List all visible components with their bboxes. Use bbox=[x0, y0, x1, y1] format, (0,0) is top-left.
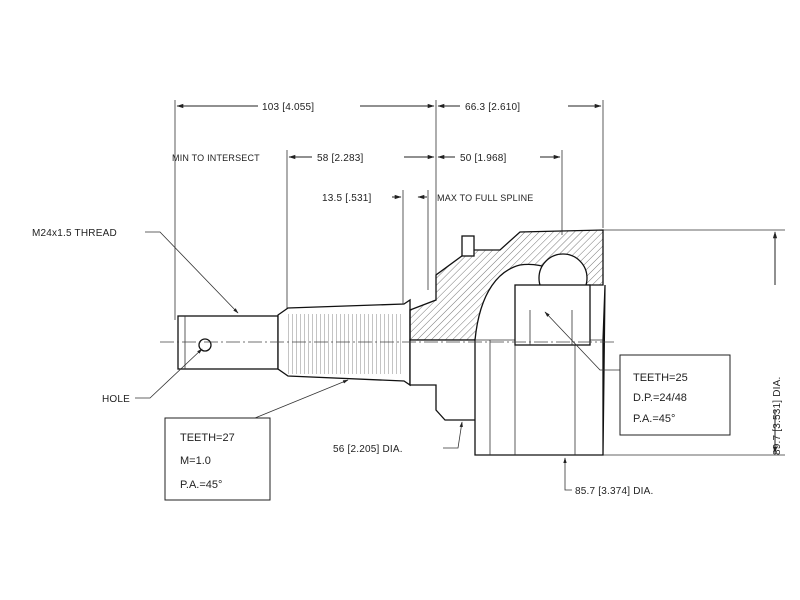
dim-spline-right: 50 [1.968] bbox=[460, 153, 507, 164]
spec-inner-line-3: P.A.=45° bbox=[633, 413, 675, 425]
dimension-lines bbox=[176, 103, 778, 454]
label-max-to-full-spline: MAX TO FULL SPLINE bbox=[437, 193, 533, 203]
label-min-to-intersect: MIN TO INTERSECT bbox=[172, 153, 260, 163]
dim-housing-dia: 85.7 [3.374] DIA. bbox=[575, 486, 653, 497]
dim-shaft-dia: 56 [2.205] DIA. bbox=[333, 444, 403, 455]
cv-joint-outline bbox=[177, 229, 606, 456]
dim-outer-dia: 89.7 [3.531] DIA. bbox=[772, 377, 783, 455]
leader-thread bbox=[145, 231, 239, 314]
spec-outer-line-3: P.A.=45° bbox=[180, 479, 222, 491]
callout-thread: M24x1.5 THREAD bbox=[32, 228, 117, 239]
dim-overall-right: 66.3 [2.610] bbox=[465, 102, 520, 113]
spec-inner-line-1: TEETH=25 bbox=[633, 372, 688, 384]
threaded-stub bbox=[177, 315, 279, 370]
cage bbox=[514, 284, 591, 346]
leader-housing-dia bbox=[563, 457, 572, 491]
spec-box-inner-spline: TEETH=25 D.P.=24/48 P.A.=45° bbox=[619, 354, 731, 436]
dim-overall-left: 103 [4.055] bbox=[262, 102, 314, 113]
leader-outer-spline bbox=[254, 379, 349, 419]
abs-tab bbox=[461, 235, 475, 257]
leader-hole bbox=[135, 348, 203, 399]
hole-icon bbox=[198, 338, 212, 352]
spec-box-outer-spline: TEETH=27 M=1.0 P.A.=45° bbox=[164, 417, 271, 501]
dim-spline-length: 58 [2.283] bbox=[317, 153, 364, 164]
leader-shaft-dia bbox=[443, 421, 463, 449]
spec-outer-line-1: TEETH=27 bbox=[180, 432, 235, 444]
extension-lines bbox=[174, 100, 785, 456]
bell-housing-body bbox=[409, 284, 606, 456]
spec-outer-line-2: M=1.0 bbox=[180, 455, 211, 467]
dim-small-length: 13.5 [.531] bbox=[322, 193, 371, 204]
spec-inner-line-2: D.P.=24/48 bbox=[633, 392, 687, 404]
callout-hole: HOLE bbox=[102, 394, 130, 405]
leader-inner-spline bbox=[544, 311, 620, 371]
